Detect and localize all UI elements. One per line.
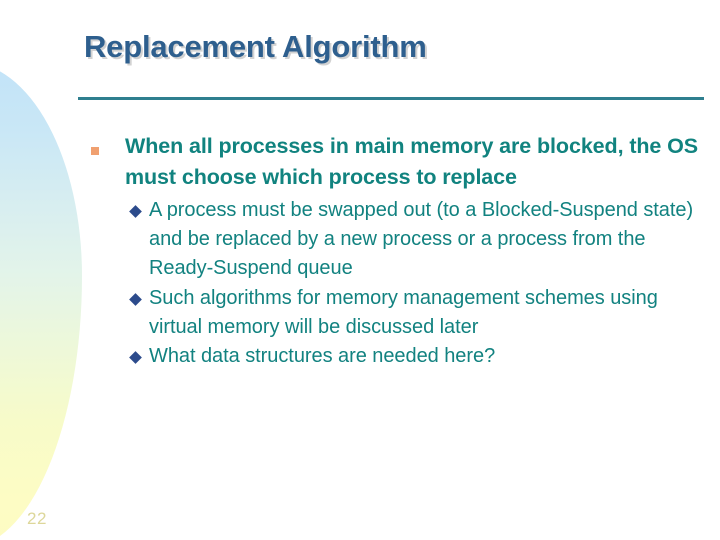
square-bullet-icon <box>91 147 99 155</box>
bullet-level1-item: When all processes in main memory are bl… <box>86 131 700 192</box>
bullet-level2-list: A process must be swapped out (to a Bloc… <box>86 196 700 371</box>
bullet-level2-item: Such algorithms for memory management sc… <box>129 284 700 342</box>
title-divider-rule <box>78 97 704 100</box>
slide-page-number: 22 <box>27 509 47 528</box>
bullet-level2-item: A process must be swapped out (to a Bloc… <box>129 196 700 284</box>
bullet-level2-item: What data structures are needed here? <box>129 342 700 371</box>
slide-title: Replacement Algorithm <box>84 29 427 64</box>
bullet-level2-text: A process must be swapped out (to a Bloc… <box>149 199 694 280</box>
diamond-bullet-icon <box>129 351 142 364</box>
diamond-bullet-icon <box>129 292 142 306</box>
bullet-level1-text: When all processes in main memory are bl… <box>125 134 699 189</box>
slide-body: When all processes in main memory are bl… <box>86 131 700 371</box>
left-gradient-teardrop-decoration <box>0 62 82 540</box>
bullet-level2-text: What data structures are needed here? <box>149 344 496 367</box>
bullet-level2-text: Such algorithms for memory management sc… <box>149 286 658 338</box>
diamond-bullet-icon <box>129 205 142 218</box>
